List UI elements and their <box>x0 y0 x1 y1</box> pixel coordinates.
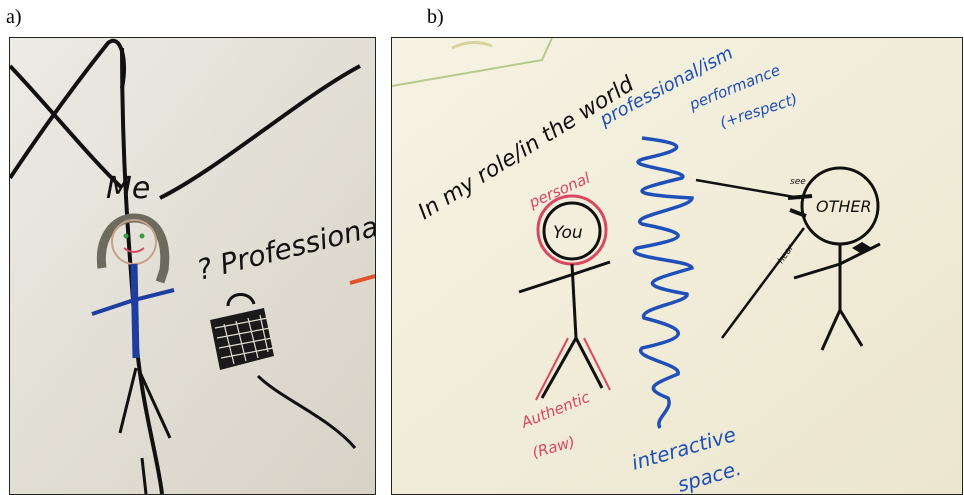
gaze-line <box>720 227 806 339</box>
panel-a-drawing: Me ? Professiona <box>10 38 375 494</box>
note-edge <box>392 38 553 87</box>
arms <box>91 288 175 316</box>
panel-a-photo: Me ? Professiona <box>9 37 376 495</box>
me-label: Me <box>106 171 150 206</box>
gaze-line <box>695 178 801 200</box>
see-label: see <box>790 177 806 187</box>
curve-line <box>159 64 361 200</box>
hair <box>96 213 170 284</box>
you-legs-red <box>535 337 611 401</box>
bow-tie <box>852 242 872 254</box>
smile <box>123 247 145 253</box>
you-label: You <box>553 223 583 243</box>
panel-b-drawing: In my role/in the world professional/ism… <box>392 38 962 494</box>
legs <box>118 367 172 439</box>
panel-b-photo: In my role/in the world professional/ism… <box>391 37 963 495</box>
you-head <box>542 201 602 261</box>
leg-lower <box>140 457 148 494</box>
eye-right <box>139 233 145 239</box>
other-label: OTHER <box>816 197 872 216</box>
you-arms <box>518 260 611 294</box>
note-edge <box>451 41 493 50</box>
body <box>130 263 140 359</box>
briefcase-icon <box>210 293 274 370</box>
curve-line <box>10 64 124 190</box>
curve-line <box>256 374 357 449</box>
panel-b-label: b) <box>427 6 444 28</box>
you-legs <box>540 337 604 399</box>
orange-mark <box>349 274 375 285</box>
interaction-spiral <box>632 136 694 429</box>
you-body <box>570 263 578 339</box>
other-legs <box>820 309 864 351</box>
panel-a-label: a) <box>6 6 22 28</box>
eye-left <box>123 233 129 239</box>
